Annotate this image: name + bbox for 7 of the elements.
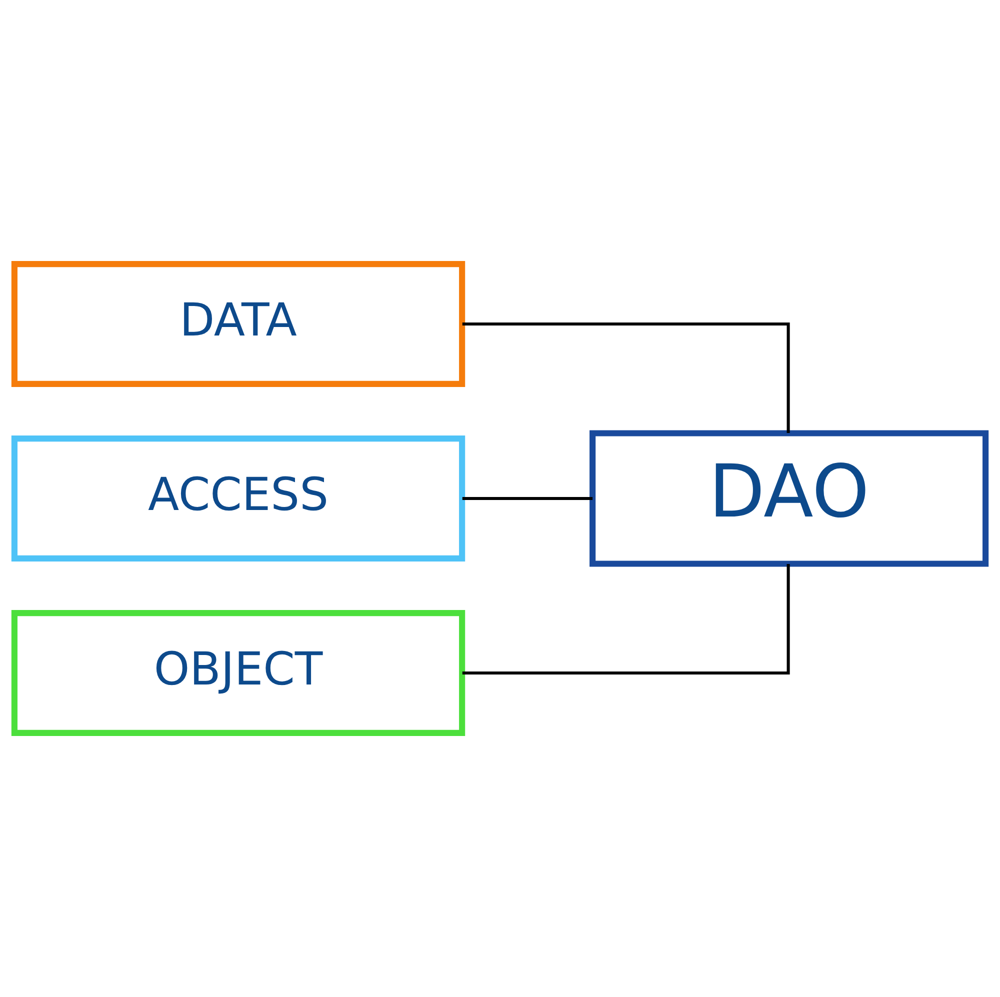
node-box: DAO [590, 430, 989, 567]
node-box: DATA [11, 261, 466, 387]
connector [462, 322, 790, 434]
connector [462, 496, 593, 500]
node-box: OBJECT [11, 610, 466, 736]
node-box: ACCESS [11, 436, 466, 562]
connector [462, 564, 790, 675]
